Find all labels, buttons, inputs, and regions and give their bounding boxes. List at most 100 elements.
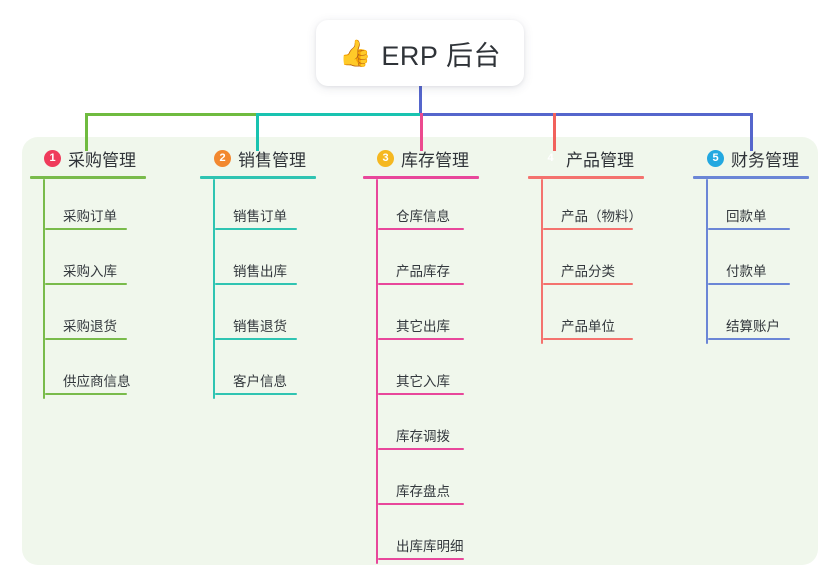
- branch-children-product: 产品（物料） 产品分类产品单位: [541, 179, 644, 344]
- branch-header-finance[interactable]: 5 财务管理: [693, 145, 809, 171]
- branch-number-badge: 1: [44, 149, 61, 167]
- leaf-item[interactable]: 采购订单: [43, 179, 146, 234]
- leaf-underline: [378, 228, 464, 230]
- branch-children-sales: 销售订单销售出库销售退货客户信息: [213, 179, 316, 399]
- branch-underline: [363, 176, 479, 179]
- leaf-underline: [215, 338, 297, 340]
- branch-header-purchase[interactable]: 1 采购管理: [30, 145, 146, 171]
- leaf-underline: [543, 228, 633, 230]
- leaf-underline: [378, 393, 464, 395]
- leaf-label: 采购退货: [63, 319, 117, 334]
- branch-number-badge: 2: [214, 149, 231, 167]
- leaf-underline: [45, 283, 127, 285]
- leaf-label: 客户信息: [233, 374, 287, 389]
- leaf-item[interactable]: 付款单: [706, 234, 809, 289]
- leaf-label: 产品单位: [561, 319, 615, 334]
- leaf-label: 回款单: [726, 209, 767, 224]
- branch-children-inventory: 仓库信息产品库存其它出库其它入库库存调拨库存盘点出库库明细: [376, 179, 479, 564]
- leaf-underline: [45, 228, 127, 230]
- leaf-label: 销售退货: [233, 319, 287, 334]
- drop-5: [750, 113, 753, 151]
- leaf-item[interactable]: 回款单: [706, 179, 809, 234]
- bus-blue: [420, 113, 751, 116]
- branch-title: 产品管理: [566, 150, 634, 170]
- leaf-label: 结算账户: [726, 319, 780, 334]
- leaf-underline: [215, 283, 297, 285]
- leaf-label: 其它出库: [396, 319, 450, 334]
- leaf-label: 产品分类: [561, 264, 615, 279]
- drop-4: [553, 113, 556, 151]
- branch-underline: [30, 176, 146, 179]
- branch-spine: [541, 179, 543, 344]
- leaf-item[interactable]: 出库库明细: [376, 509, 479, 564]
- leaf-underline: [543, 338, 633, 340]
- branch-header-product[interactable]: 4 产品管理: [528, 145, 644, 171]
- branch-number-badge: 5: [707, 149, 724, 167]
- branch-column-product: 4 产品管理产品（物料） 产品分类产品单位: [528, 145, 644, 344]
- leaf-underline: [378, 283, 464, 285]
- leaf-item[interactable]: 库存调拨: [376, 399, 479, 454]
- leaf-item[interactable]: 结算账户: [706, 289, 809, 344]
- leaf-label: 库存调拨: [396, 429, 450, 444]
- leaf-label: 仓库信息: [396, 209, 450, 224]
- branch-underline: [693, 176, 809, 179]
- leaf-item[interactable]: 销售退货: [213, 289, 316, 344]
- branch-column-inventory: 3 库存管理仓库信息产品库存其它出库其它入库库存调拨库存盘点出库库明细: [363, 145, 479, 564]
- leaf-item[interactable]: 仓库信息: [376, 179, 479, 234]
- leaf-item[interactable]: 产品单位: [541, 289, 644, 344]
- leaf-underline: [378, 503, 464, 505]
- leaf-item[interactable]: 销售出库: [213, 234, 316, 289]
- leaf-item[interactable]: 产品分类: [541, 234, 644, 289]
- leaf-label: 库存盘点: [396, 484, 450, 499]
- leaf-label: 其它入库: [396, 374, 450, 389]
- leaf-item[interactable]: 产品（物料）: [541, 179, 644, 234]
- leaf-label: 供应商信息: [63, 374, 131, 389]
- leaf-item[interactable]: 其它出库: [376, 289, 479, 344]
- branch-header-inventory[interactable]: 3 库存管理: [363, 145, 479, 171]
- leaf-label: 产品库存: [396, 264, 450, 279]
- leaf-item[interactable]: 销售订单: [213, 179, 316, 234]
- leaf-item[interactable]: 库存盘点: [376, 454, 479, 509]
- leaf-underline: [378, 448, 464, 450]
- leaf-item[interactable]: 采购退货: [43, 289, 146, 344]
- branch-title: 库存管理: [401, 150, 469, 170]
- branch-children-purchase: 采购订单采购入库采购退货供应商信息: [43, 179, 146, 399]
- branch-spine: [213, 179, 215, 399]
- leaf-label: 销售订单: [233, 209, 287, 224]
- bus-teal: [256, 113, 421, 116]
- leaf-item[interactable]: 其它入库: [376, 344, 479, 399]
- branch-title: 财务管理: [731, 150, 799, 170]
- branch-children-finance: 回款单付款单结算账户: [706, 179, 809, 344]
- leaf-item[interactable]: 供应商信息: [43, 344, 146, 399]
- bus-green: [85, 113, 257, 116]
- leaf-label: 出库库明细: [396, 539, 464, 554]
- leaf-underline: [215, 228, 297, 230]
- diagram-background-panel: [22, 137, 818, 565]
- root-stem-connector: [419, 86, 422, 116]
- leaf-underline: [45, 393, 127, 395]
- leaf-item[interactable]: 采购入库: [43, 234, 146, 289]
- branch-title: 销售管理: [238, 150, 306, 170]
- branch-header-sales[interactable]: 2 销售管理: [200, 145, 316, 171]
- root-node[interactable]: 👍 ERP 后台: [316, 20, 524, 86]
- branch-title: 采购管理: [68, 150, 136, 170]
- branch-spine: [376, 179, 378, 564]
- drop-2: [256, 113, 259, 151]
- branch-spine: [43, 179, 45, 399]
- leaf-label: 付款单: [726, 264, 767, 279]
- branch-column-finance: 5 财务管理回款单付款单结算账户: [693, 145, 809, 344]
- drop-1: [85, 113, 88, 151]
- drop-3: [420, 113, 423, 151]
- branch-number-badge: 3: [377, 149, 394, 167]
- leaf-item[interactable]: 产品库存: [376, 234, 479, 289]
- branch-number-badge: 4: [547, 151, 554, 164]
- leaf-underline: [708, 283, 790, 285]
- branch-column-sales: 2 销售管理销售订单销售出库销售退货客户信息: [200, 145, 316, 399]
- leaf-item[interactable]: 客户信息: [213, 344, 316, 399]
- branch-underline: [200, 176, 316, 179]
- branch-underline: [528, 176, 644, 179]
- branch-column-purchase: 1 采购管理采购订单采购入库采购退货供应商信息: [30, 145, 146, 399]
- leaf-label: 采购入库: [63, 264, 117, 279]
- branch-spine: [706, 179, 708, 344]
